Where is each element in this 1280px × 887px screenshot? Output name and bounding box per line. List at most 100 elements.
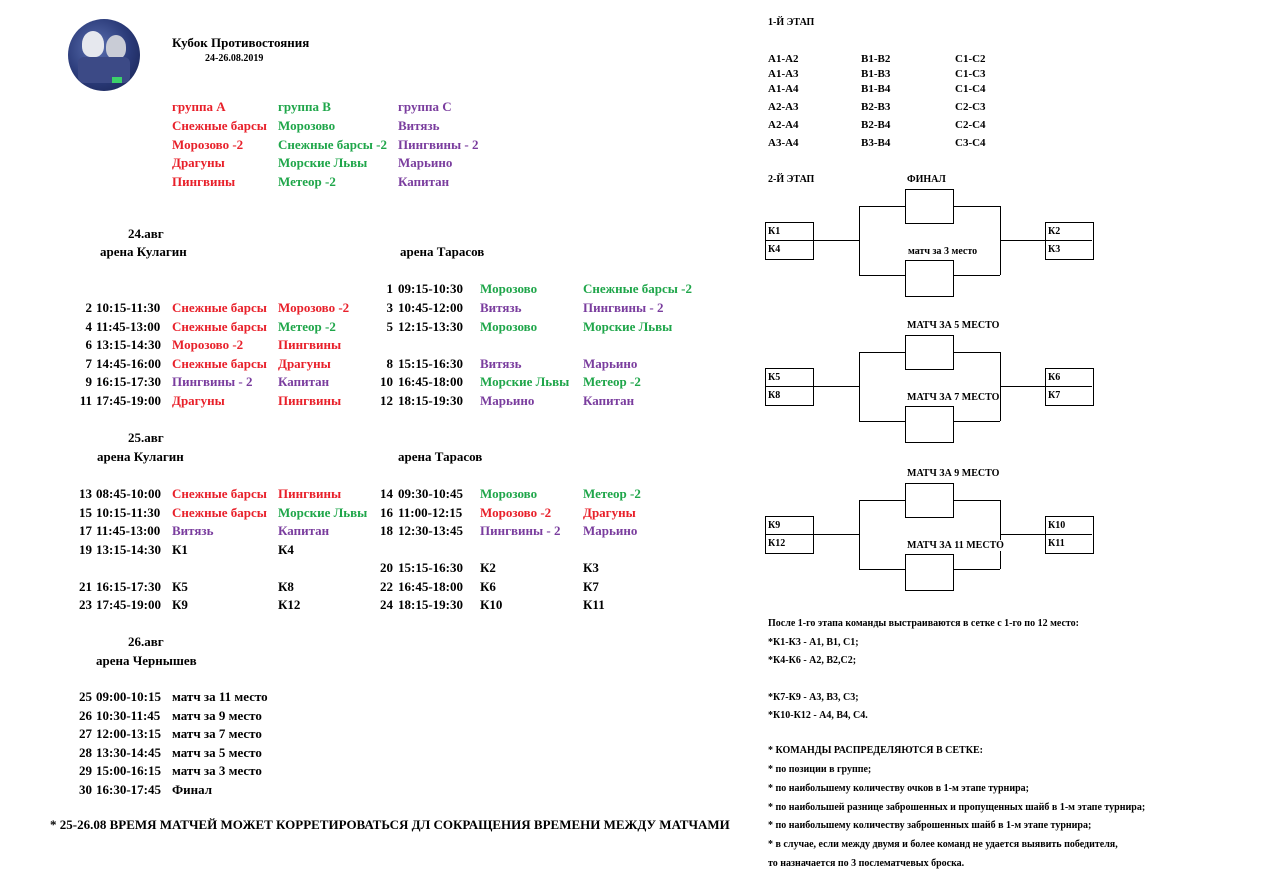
- game-number: 30: [79, 781, 92, 797]
- seed-left-1: К9: [768, 520, 781, 531]
- home-team: К2: [480, 560, 496, 575]
- stage1-pair: В1-В3: [861, 68, 891, 80]
- home-team: Морозово -2: [172, 337, 244, 352]
- home-team: Морозово -2: [480, 504, 552, 520]
- seed-divider: [766, 534, 812, 535]
- game-number: 12: [380, 392, 393, 408]
- game-number: 13: [79, 486, 92, 501]
- page-title: Кубок Противостояния: [172, 35, 310, 50]
- game-time: 18:15-19:30: [398, 597, 463, 612]
- seed-left-2: К8: [768, 390, 781, 401]
- home-team: матч за 9 место: [172, 707, 262, 723]
- tiebreak-rule: * в случае, если между двумя и более ком…: [768, 839, 1118, 851]
- footnote: * 25-26.08 ВРЕМЯ МАТЧЕЙ МОЖЕТ КОРРЕТИРОВ…: [50, 817, 730, 832]
- seed-divider: [766, 240, 812, 241]
- away-team: Капитан: [278, 374, 330, 389]
- home-team: К5: [172, 578, 188, 594]
- game-number: 6: [85, 337, 93, 352]
- away-team: Капитан: [583, 392, 635, 408]
- home-team: Драгуны: [172, 392, 225, 408]
- tiebreak-rule: * по наибольшему количеству очков в 1-м …: [768, 782, 1029, 794]
- away-team: Марьино: [583, 355, 638, 371]
- home-team: К10: [480, 597, 503, 612]
- away-team: Пингвины: [278, 486, 342, 501]
- notes-intro: После 1-го этапа команды выстраиваются в…: [768, 618, 1079, 629]
- game-number: 17: [79, 523, 92, 538]
- stage1-pair: С1-С3: [955, 68, 986, 80]
- connector-line: [812, 386, 859, 387]
- game-number: 14: [380, 486, 393, 501]
- home-team: Снежные барсы: [172, 486, 267, 501]
- connector-line: [1000, 386, 1045, 387]
- home-team: матч за 11 место: [172, 689, 268, 704]
- game-number: 16: [380, 504, 393, 520]
- group-team: Капитан: [398, 173, 450, 189]
- game-time: 11:45-13:00: [96, 523, 161, 538]
- away-team: К4: [278, 541, 294, 557]
- away-team: Пингвины: [278, 337, 342, 352]
- seed-left-2: К12: [768, 538, 786, 549]
- seeding-rule: *К7-К9 - А3, В3, С3;: [768, 692, 859, 703]
- game-number: 15: [79, 504, 92, 520]
- day3-arena: арена Чернышев: [96, 653, 197, 668]
- game-number: 21: [79, 578, 92, 594]
- match-box-bottom: [905, 260, 954, 297]
- stage1-pair: В1-В2: [861, 53, 891, 65]
- home-team: Финал: [172, 781, 213, 797]
- bracket-mid-label: МАТЧ ЗА 11 МЕСТО: [907, 540, 1004, 551]
- stage1-pair: А1-А4: [768, 83, 799, 95]
- stage1-pair: А2-А4: [768, 119, 799, 131]
- seed-divider: [1046, 534, 1092, 535]
- match-box-bottom: [905, 554, 954, 591]
- bracket-top-label: ФИНАЛ: [907, 174, 946, 185]
- away-team: Морские Львы: [278, 504, 368, 520]
- day1-arena-left: арена Кулагин: [100, 244, 187, 259]
- connector-line: [1000, 534, 1045, 535]
- home-team: К1: [172, 541, 188, 557]
- home-team: Витязь: [480, 300, 522, 315]
- game-time: 15:00-16:15: [96, 763, 161, 778]
- stage1-pair: С1-С2: [955, 53, 986, 65]
- group-team: Драгуны: [172, 155, 225, 170]
- away-team: Снежные барсы -2: [583, 281, 692, 296]
- connector-line: [1000, 240, 1045, 241]
- game-time: 16:15-17:30: [96, 374, 161, 389]
- game-number: 10: [380, 374, 393, 389]
- group-team: Снежные барсы -2: [278, 136, 387, 152]
- match-box-bottom: [905, 406, 954, 443]
- game-number: 25: [79, 689, 92, 704]
- home-team: матч за 3 место: [172, 763, 262, 778]
- group-c-title: группа С: [398, 99, 452, 114]
- game-time: 10:15-11:30: [96, 504, 161, 520]
- tiebreak-rule: * по наибольшему количеству заброшенных …: [768, 820, 1092, 832]
- game-time: 17:45-19:00: [96, 597, 161, 612]
- game-time: 15:15-16:30: [398, 560, 463, 575]
- group-team: Пингвины: [172, 173, 236, 189]
- seed-divider: [1046, 386, 1092, 387]
- away-team: Драгуны: [278, 355, 331, 371]
- stage1-pair: С2-С4: [955, 119, 986, 131]
- away-team: Метеор -2: [278, 318, 336, 334]
- stage1-pair: В3-В4: [861, 137, 891, 149]
- group-b-title: группа В: [278, 99, 331, 114]
- tiebreak-rule: * по наибольшей разнице заброшенных и пр…: [768, 801, 1146, 813]
- game-number: 18: [380, 523, 393, 538]
- away-team: К8: [278, 578, 294, 594]
- game-time: 16:45-18:00: [398, 374, 463, 389]
- game-time: 17:45-19:00: [96, 392, 161, 408]
- day1-arena-right: арена Тарасов: [400, 244, 485, 259]
- home-team: Снежные барсы: [172, 355, 267, 371]
- home-team: Морозово: [480, 281, 538, 296]
- game-time: 12:15-13:30: [398, 318, 463, 334]
- game-number: 2: [85, 300, 93, 315]
- seed-box-right: [1045, 222, 1094, 260]
- seed-left-1: К5: [768, 372, 781, 383]
- seed-right-2: К11: [1048, 538, 1065, 549]
- game-number: 28: [79, 744, 92, 760]
- game-time: 16:15-17:30: [96, 578, 161, 594]
- home-team: Марьино: [480, 392, 535, 408]
- game-number: 3: [386, 300, 394, 315]
- home-team: Снежные барсы: [172, 318, 267, 334]
- game-number: 5: [386, 318, 394, 334]
- bracket-mid-label: матч за 3 место: [908, 246, 978, 257]
